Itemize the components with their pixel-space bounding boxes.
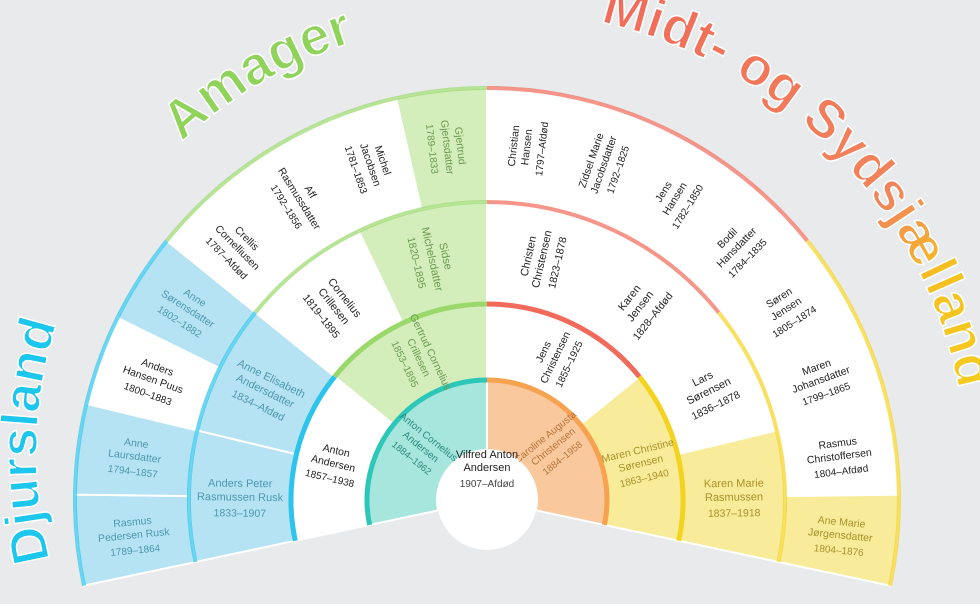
ancestor-name-line-1: Christian bbox=[506, 124, 523, 167]
ancestor-name-line-1: Anne bbox=[123, 436, 149, 451]
root-dates: 1907–Afdød bbox=[460, 479, 515, 490]
ancestor-dates: 1789–1864 bbox=[110, 543, 161, 559]
ancestor-cell-border-gen3-7 bbox=[717, 311, 779, 431]
ancestor-cell-border-gen2-4 bbox=[637, 375, 686, 542]
ancestor-name-line-1: Aff bbox=[302, 183, 319, 200]
ancestor-dates: 1837–1918 bbox=[708, 507, 761, 520]
ancestor-cell-border-gen3-3 bbox=[253, 229, 360, 314]
ancestor-cell-border-gen3-5 bbox=[486, 200, 617, 233]
ancestor-cell-border-gen3-8 bbox=[774, 429, 787, 563]
ancestor-cell-border-gen4-9 bbox=[486, 86, 579, 101]
ancestor-cell-border-gen4-5 bbox=[165, 174, 234, 242]
root-circle bbox=[437, 450, 537, 550]
ancestor-cell-border-gen4-16 bbox=[888, 494, 901, 587]
ancestor-name-line-1: Gjertrud bbox=[452, 126, 468, 165]
ancestor-cell-border-gen4-1 bbox=[73, 494, 86, 587]
ancestor-cell-border-gen4-2 bbox=[73, 403, 89, 495]
ancestor-name-line-1: Rasmus bbox=[818, 435, 858, 452]
ancestor-name-line-2: Rasmussen bbox=[705, 491, 763, 504]
region-label-djursland: Djursland bbox=[0, 311, 68, 570]
ancestor-cell-border-gen4-15 bbox=[885, 403, 901, 495]
ancestor-cell-border-gen3-1 bbox=[187, 429, 200, 563]
ancestor-cell-border-gen4-13 bbox=[805, 239, 859, 319]
ancestor-cell-border-gen4-7 bbox=[308, 96, 397, 130]
ancestor-cell-border-gen4-10 bbox=[577, 96, 666, 130]
ancestor-cell-border-gen3-4 bbox=[357, 200, 488, 233]
ancestor-name-line-1: Karen Marie bbox=[704, 477, 764, 490]
ancestor-cell-border-gen3-6 bbox=[614, 229, 721, 314]
ancestor-cell-border-gen4-4 bbox=[115, 239, 169, 319]
ancestor-name-line-1: Rasmus bbox=[113, 515, 153, 531]
ancestor-cell-border-gen4-14 bbox=[854, 316, 890, 405]
ancestor-cell-border-gen2-2 bbox=[332, 301, 488, 379]
ancestor-name-line-1: Sidse bbox=[436, 241, 454, 271]
ancestor-dates: 1804–1876 bbox=[813, 543, 864, 559]
ancestor-cell-border-gen4-12 bbox=[740, 174, 809, 242]
ancestor-cell-border-gen1-2 bbox=[486, 377, 610, 526]
ancestor-cell-border-gen4-8 bbox=[395, 86, 488, 101]
ancestor-cell-border-gen4-6 bbox=[230, 126, 311, 179]
ancestor-cell-border-gen2-1 bbox=[288, 375, 337, 542]
root-name-line-1: Vilfred Anton bbox=[456, 449, 518, 461]
ancestor-name-line-2: Hansen bbox=[519, 128, 535, 165]
root-person[interactable]: Vilfred Anton Andersen 1907–Afdød bbox=[437, 449, 537, 550]
ancestor-dates: 1833–1907 bbox=[213, 507, 266, 520]
ancestor-cell-border-gen3-2 bbox=[195, 311, 257, 431]
ancestor-cell-border-gen4-11 bbox=[663, 126, 744, 179]
ancestor-name-line-1: Anders Peter bbox=[208, 477, 273, 490]
ancestor-name-line-1: Ane Marie bbox=[817, 514, 866, 531]
ancestor-cell-border-gen2-3 bbox=[486, 301, 642, 379]
root-name-line-2: Andersen bbox=[463, 462, 510, 474]
ancestor-name-line-2: Rasmussen Rusk bbox=[197, 491, 284, 504]
ancestor-cell-border-gen1-1 bbox=[364, 377, 488, 526]
ancestor-cell-border-gen4-3 bbox=[84, 316, 120, 405]
ancestor-cells bbox=[74, 86, 900, 587]
generation-dividers bbox=[73, 86, 901, 587]
